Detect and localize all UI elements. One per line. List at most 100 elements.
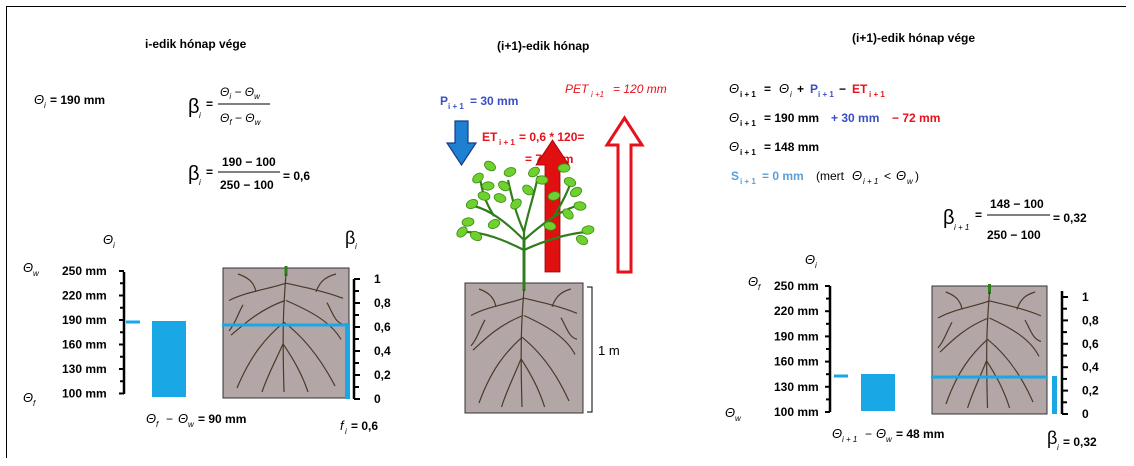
left-water-bar [152,321,186,397]
pet-label: PET i +1 = 120 mm [565,82,667,99]
right-beta-label: 0,2 [1082,384,1099,398]
svg-text:β: β [1047,428,1057,448]
right-beta-label: 0,4 [1082,360,1099,374]
left-diff-label: Θ f − Θ w = 90 mm [146,411,246,429]
right-panel-title: (i+1)-edik hónap vége [852,31,975,45]
right-eq2-minus: − 72 mm [892,111,940,125]
svg-text:<: < [884,169,891,183]
right-mm-label: 220 mm [774,304,819,318]
left-theta-i-value: Θ i = 190 mm [34,92,105,110]
soil-rect [222,267,350,399]
svg-text:f: f [156,420,159,429]
svg-text:Θ: Θ [23,390,33,405]
root-line [945,291,963,310]
svg-text:Θ: Θ [725,405,735,420]
svg-text:i + 1: i + 1 [740,90,756,99]
left-mm-label: 160 mm [62,338,107,352]
right-theta-f-label: Θ f [748,274,761,292]
svg-text:i + 1: i + 1 [818,90,834,99]
tree-leaf [573,201,587,211]
right-mm-label: 160 mm [774,355,819,369]
root-line [315,273,337,293]
svg-text:i: i [199,178,201,187]
svg-text:=: = [975,208,982,222]
right-eq2: Θ i + 1 = 190 mm + 30 mm − 72 mm [729,110,940,128]
root-line [282,343,309,393]
left-beta-label: 1 [374,272,381,286]
right-axis-title-theta: Θ i [805,252,817,270]
svg-text:i + 1: i + 1 [499,138,515,147]
root-line [478,288,497,307]
svg-text:Θ: Θ [729,110,739,125]
soil-rect [931,285,1048,415]
left-beta-ticks: 10,80,60,40,20 [354,272,391,406]
svg-text:i: i [1057,443,1059,452]
left-mm-label: 190 mm [62,313,107,327]
root-line [261,343,284,393]
figure-frame [6,6,1126,458]
svg-text:i + 1: i + 1 [740,177,756,186]
tree-leaf [503,167,517,177]
svg-text:(mert: (mert [816,169,845,183]
svg-text:w: w [33,269,40,278]
right-mm-label: 190 mm [774,329,819,343]
root-line [283,321,336,387]
svg-text:i + 1: i + 1 [869,90,885,99]
svg-text:−: − [166,412,173,426]
svg-text:= 148 mm: = 148 mm [764,140,819,154]
left-mm-label: 220 mm [62,289,107,303]
right-eq1: Θ i + 1 = Θ i + P i + 1 − ET i + 1 [729,81,885,99]
tree-branch [523,230,587,252]
tree-leaf [528,166,540,178]
svg-text:β: β [345,228,355,248]
tree-leaf [472,172,484,184]
right-beta-label: 1 [1082,290,1089,304]
svg-text:β: β [188,96,200,118]
root-line [236,321,285,389]
root-line [500,358,522,408]
svg-text:i: i [355,242,357,251]
tree-leaf [484,160,496,172]
root-line [560,317,578,340]
tree-leaf [557,163,571,173]
left-beta-bar [345,323,350,399]
svg-text:w: w [907,177,914,186]
root-line [282,273,287,393]
left-soil-block [222,266,350,399]
svg-text:i: i [199,111,201,120]
root-line [520,358,546,408]
right-eq4: S i + 1 = 0 mm (mert Θ i + 1 < Θ w ) [731,168,919,186]
right-beta-bar [1052,376,1057,414]
tree-leaf [575,234,589,246]
left-panel-title: i-edik hónap vége [145,37,247,51]
svg-text:i + 1: i + 1 [740,119,756,128]
left-axis-title-beta: β i [345,228,357,251]
svg-text:i + 1: i + 1 [448,102,464,111]
tree-leaf [456,226,468,238]
left-mm-label: 250 mm [62,264,107,278]
right-water-bar [861,374,895,411]
svg-text:ET: ET [852,82,868,96]
svg-text:= 120 mm: = 120 mm [613,82,667,96]
tree-leaf [493,193,507,203]
left-beta-label: 0,6 [374,320,391,334]
depth-label: 1 m [598,343,620,358]
root-line [523,314,576,355]
svg-text:f: f [758,283,761,292]
left-beta-calc-num: 190 − 100 [222,155,276,169]
svg-text:= 0,6 * 120=: = 0,6 * 120= [519,130,584,144]
root-line [523,297,578,314]
tree-leaf [461,217,475,227]
right-mm-label: 100 mm [774,405,819,419]
svg-text:=: = [206,97,213,111]
svg-text:Θ: Θ [896,168,906,183]
left-beta-label: 0,2 [374,368,391,382]
svg-text:P: P [440,94,448,108]
svg-text:Θ: Θ [178,411,188,426]
right-beta-bottom: β i = 0,32 [1047,428,1097,452]
svg-text:Θ: Θ [146,411,156,426]
tree-branch [523,204,577,241]
right-beta-calc-num: 148 − 100 [990,197,1044,211]
